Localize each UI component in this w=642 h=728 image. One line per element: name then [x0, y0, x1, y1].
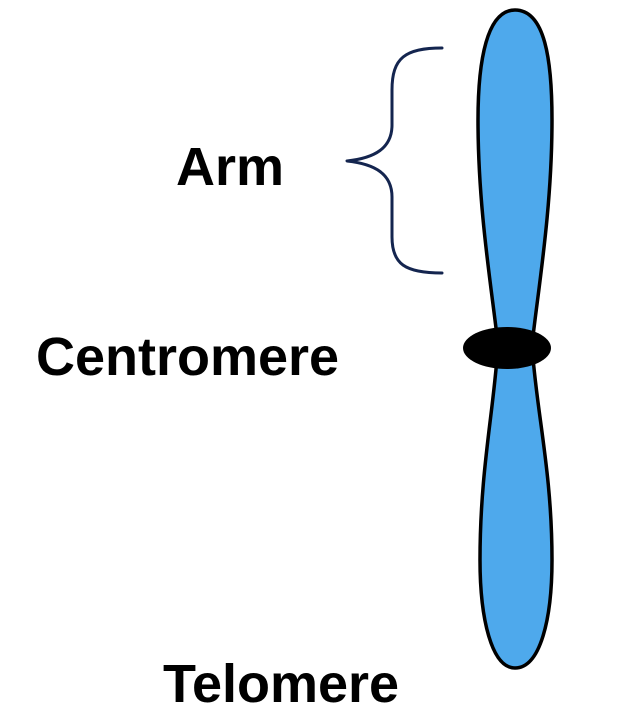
arm-label: Arm — [176, 137, 284, 197]
centromere-marker — [463, 327, 551, 369]
telomere-label: Telomere — [163, 654, 399, 714]
centromere-label: Centromere — [36, 327, 339, 387]
arm-bracket — [345, 46, 444, 275]
